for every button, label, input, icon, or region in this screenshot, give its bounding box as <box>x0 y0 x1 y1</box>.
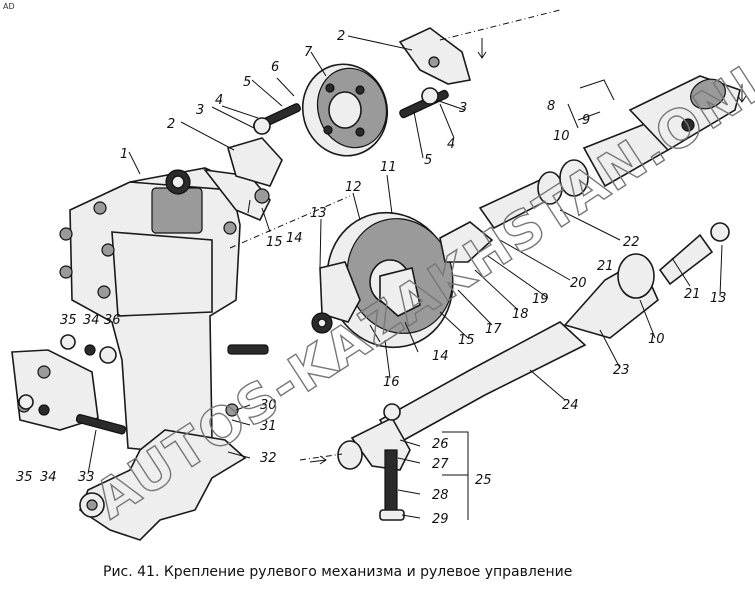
part-number: 14 <box>432 349 449 364</box>
axis-line <box>439 9 561 41</box>
part-number: 10 <box>553 129 570 144</box>
part-number: 33 <box>78 470 95 485</box>
part-number: 2 <box>337 29 345 44</box>
part-number: 18 <box>512 307 529 322</box>
steering-gear-assembly <box>11 167 271 541</box>
part-number: 34 <box>40 470 57 485</box>
axis-line <box>229 195 351 249</box>
part-number: 11 <box>380 160 397 175</box>
part-number: 4 <box>215 93 223 108</box>
steering-shaft <box>337 321 587 521</box>
corner-mark: AD <box>3 2 15 11</box>
figure-caption: Рис. 41. Крепление рулевого механизма и … <box>103 564 572 580</box>
part-number: 31 <box>260 419 277 434</box>
part-number: 3 <box>196 103 204 118</box>
part-number: 1 <box>120 147 128 162</box>
part-number: 13 <box>710 291 727 306</box>
part-number: 8 <box>547 99 555 114</box>
leader-lines <box>87 35 723 520</box>
part-number: 24 <box>562 398 579 413</box>
part-number: 28 <box>432 488 449 503</box>
intermediate-shaft-assembly <box>478 75 741 339</box>
part-number: 2 <box>167 117 175 132</box>
part-number: 29 <box>432 512 449 527</box>
part-number: 9 <box>582 113 590 128</box>
direction-arrow <box>737 84 747 103</box>
part-number: 32 <box>260 451 277 466</box>
direction-arrow <box>477 38 487 59</box>
part-number: 21 <box>684 287 701 302</box>
axis-line <box>299 453 343 461</box>
part-number: 22 <box>623 235 640 250</box>
part-number: 6 <box>271 60 279 75</box>
part-number: 5 <box>424 153 432 168</box>
part-number: 16 <box>383 375 400 390</box>
part-number: 20 <box>570 276 587 291</box>
part-number: 4 <box>447 137 455 152</box>
part-number: 10 <box>648 332 665 347</box>
part-number: 30 <box>260 398 277 413</box>
part-labels: 2 7 6 5 4 3 2 1 3 4 5 8 9 10 11 12 13 14… <box>16 29 727 527</box>
part-number: 12 <box>345 180 362 195</box>
part-number: 25 <box>475 473 492 488</box>
part-number: 34 <box>83 313 100 328</box>
part-number: 27 <box>432 457 449 472</box>
part-number: 23 <box>613 363 630 378</box>
part-number: 35 <box>60 313 77 328</box>
part-number: 21 <box>597 259 614 274</box>
part-number: 26 <box>432 437 449 452</box>
part-number: 14 <box>286 231 303 246</box>
upper-flexible-coupling <box>227 27 472 187</box>
part-number: 5 <box>243 75 251 90</box>
lower-flexible-coupling <box>311 211 494 349</box>
part-number: 19 <box>532 292 549 307</box>
part-number: 15 <box>458 333 475 348</box>
part-number: 35 <box>16 470 33 485</box>
part-number: 15 <box>266 235 283 250</box>
part-number: 3 <box>459 101 467 116</box>
direction-arrow <box>309 455 327 465</box>
part-number: 36 <box>104 313 121 328</box>
part-number: 7 <box>304 45 313 60</box>
part-number: 17 <box>485 322 502 337</box>
part-number: 13 <box>310 206 327 221</box>
